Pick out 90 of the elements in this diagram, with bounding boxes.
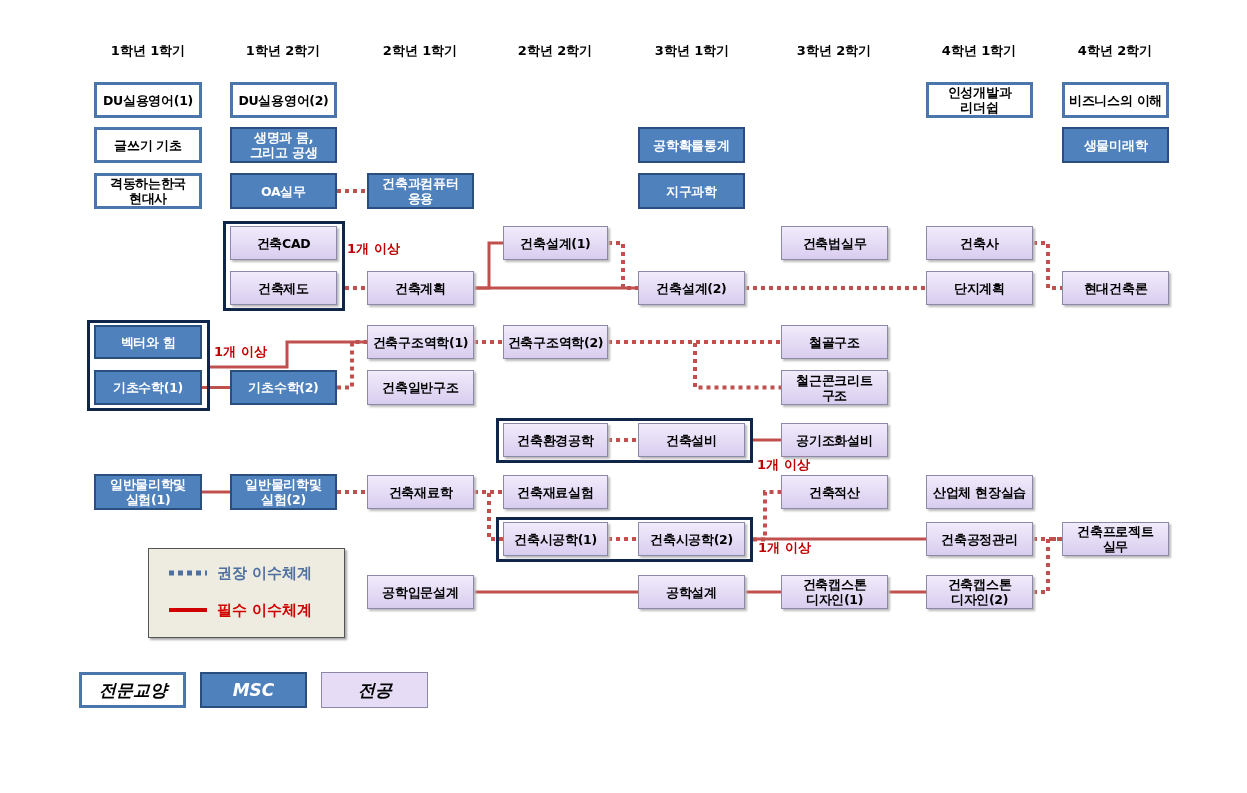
course-box: 벡터와 힘 [94,325,202,359]
course-box: 단지계획 [926,271,1033,305]
course-box: 생명과 몸, 그리고 공생 [230,127,337,163]
dotted-connector [474,490,503,541]
semester-heading: 3학년 1학기 [654,42,730,60]
course-box: 건축설계(1) [503,226,608,260]
dotted-connector [608,241,638,290]
dotted-connector [337,189,367,193]
course-box: 건축적산 [781,475,888,509]
dotted-connector [608,340,781,390]
course-box: 건축구조역학(1) [367,325,474,359]
group-frame [496,418,753,463]
course-box: 공기조화설비 [781,423,888,457]
course-box: 건축법실무 [781,226,888,260]
semester-heading: 1학년 2학기 [245,42,321,60]
course-box: 건축환경공학 [503,423,608,457]
dotted-connector [345,286,367,290]
dotted-connector [1033,241,1062,290]
semester-heading: 2학년 1학기 [382,42,458,60]
course-box: 공학설계 [638,575,745,609]
course-box: 건축일반구조 [367,370,474,405]
course-box: 건축공정관리 [926,522,1033,556]
course-box: 공학입문설계 [367,575,474,609]
dotted-connector [753,490,781,542]
course-box: 건축제도 [230,271,337,305]
course-box: DU실용영어(2) [230,82,337,118]
course-box: 건축재료학 [367,475,474,509]
legend-text: 필수 이수체계 [217,601,313,620]
connector-line [202,386,230,389]
dotted-connector [608,438,638,442]
semester-heading: 3학년 2학기 [796,42,872,60]
course-box: 지구과학 [638,173,745,209]
course-box: 건축시공학(1) [503,522,608,556]
course-box: 건축프로젝트 실무 [1062,522,1169,556]
course-box: 인성개발과 리더쉽 [926,82,1033,118]
course-box: 건축재료실험 [503,475,608,509]
course-box: DU실용영어(1) [94,82,202,118]
dotted-connector [337,340,367,390]
dotted-connector [474,340,503,344]
note-label: 1개 이상 [347,240,400,258]
semester-heading: 4학년 1학기 [941,42,1017,60]
legend-text: 권장 이수체계 [217,564,313,583]
course-box: 기초수학(1) [94,370,202,405]
course-box: 현대건축론 [1062,271,1169,305]
connector-line [474,286,638,290]
course-box: 생물미래학 [1062,127,1169,163]
course-box: 비즈니스의 이해 [1062,82,1169,118]
connector-line [753,438,781,442]
course-box: 건축사 [926,226,1033,260]
course-box: 건축설계(2) [638,271,745,305]
course-box: 일반물리학및 실험(2) [230,474,337,510]
semester-heading: 1학년 1학기 [110,42,186,60]
dotted-connector [337,490,367,494]
course-box: 건축시공학(2) [638,522,745,556]
course-box: 산업체 현장실습 [926,475,1033,509]
legend-swatch: 전공 [321,672,428,708]
legend-swatch: MSC [200,672,307,708]
course-box: 일반물리학및 실험(1) [94,474,202,510]
connector-line [210,340,367,369]
group-frame [496,517,753,562]
connector-line [474,590,638,594]
course-box: 글쓰기 기초 [94,127,202,163]
connector-line [888,590,926,594]
connector-line [202,490,230,494]
course-box: 철골구조 [781,325,888,359]
course-box: OA실무 [230,173,337,209]
group-frame [223,221,345,311]
semester-heading: 2학년 2학기 [517,42,593,60]
note-label: 1개 이상 [758,539,811,557]
dotted-connector [1033,537,1062,541]
course-box: 건축구조역학(2) [503,325,608,359]
connector-line [745,590,781,594]
dotted-connector [745,286,926,290]
course-box: 건축캡스톤 디자인(1) [781,575,888,609]
course-box: 건축과컴퓨터 응용 [367,173,474,209]
course-box: 기초수학(2) [230,370,337,405]
course-box: 건축CAD [230,226,337,260]
course-box: 철근콘크리트 구조 [781,370,888,405]
note-label: 1개 이상 [757,456,810,474]
course-box: 건축캡스톤 디자인(2) [926,575,1033,609]
course-box: 건축계획 [367,271,474,305]
note-label: 1개 이상 [214,343,267,361]
course-box: 공학확률통계 [638,127,745,163]
dotted-connector [1033,537,1062,594]
legend-swatch: 전문교양 [79,672,186,708]
dotted-connector [608,537,638,541]
semester-heading: 4학년 2학기 [1077,42,1153,60]
course-box: 격동하는한국 현대사 [94,173,202,209]
group-frame [87,320,210,411]
course-box: 건축설비 [638,423,745,457]
